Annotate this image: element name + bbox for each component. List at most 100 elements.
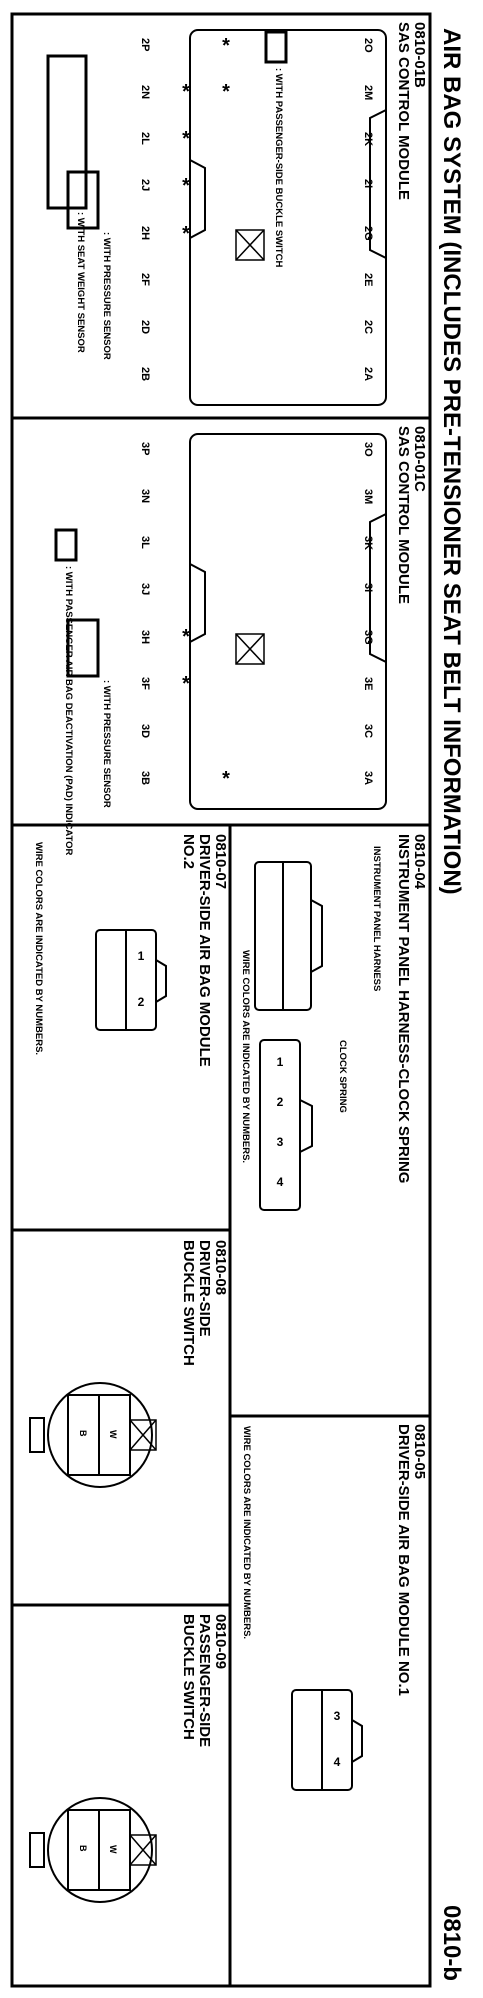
pin-label: 3L: [139, 536, 151, 549]
cross-box-icon: [129, 1419, 157, 1451]
pin-number-2: 2: [138, 995, 145, 1009]
star-icon: * * *: [182, 626, 230, 790]
note-box: [54, 528, 100, 678]
wire-color-b: B: [78, 1845, 88, 1852]
pin-label: 3M: [362, 489, 374, 504]
wire-colors-note: WIRE COLORS ARE INDICATED BY NUMBERS.: [241, 1426, 252, 1639]
section-0810-01b: 0810-01B SAS CONTROL MODULE 2O 2M 2K 2I …: [46, 22, 428, 406]
pin-label: 2J: [139, 179, 151, 191]
section-code: 0810-01C: [411, 426, 428, 492]
page-code: 0810-b: [438, 1905, 465, 1981]
section-0810-04: 0810-04 INSTRUMENT PANEL HARNESS-CLOCK S…: [240, 834, 428, 1211]
section-title: DRIVER-SIDE AIR BAG MODULE: [196, 834, 213, 1067]
section-code: 0810-05: [411, 1424, 428, 1479]
pin-label: 3J: [139, 583, 151, 595]
wire-colors-note: WIRE COLORS ARE INDICATED BY NUMBERS.: [240, 950, 251, 1163]
pin-label: 2F: [139, 273, 151, 286]
section-title-line2: NO.2: [180, 834, 197, 869]
pin-number-3: 3: [334, 1709, 341, 1723]
cross-box-icon: [235, 229, 265, 261]
svg-text:*: *: [222, 768, 230, 790]
cross-box-icon: [129, 1834, 157, 1866]
connector-outline: [189, 29, 387, 406]
section-code: 0810-04: [411, 834, 428, 890]
pin-number: 3 4: [334, 1709, 341, 1769]
pin-label: 3G: [362, 630, 374, 645]
svg-text:*: *: [182, 626, 190, 648]
svg-text:*: *: [222, 81, 230, 103]
section-title: DRIVER-SIDE AIR BAG MODULE NO.1: [395, 1424, 412, 1696]
pin-label: 2C: [362, 320, 374, 334]
svg-text:*: *: [222, 35, 230, 57]
pin-number-1: 1: [138, 949, 145, 963]
section-title: DRIVER-SIDE: [196, 1240, 213, 1337]
clock-spring-label: CLOCK SPRING: [337, 1040, 348, 1113]
svg-text:*: *: [182, 223, 190, 245]
section-title-line2: BUCKLE SWITCH: [180, 1240, 197, 1366]
note-seat-weight: : WITH SEAT WEIGHT SENSOR: [75, 212, 86, 353]
pin-number-1: 1: [277, 1055, 284, 1069]
pin-label: 2K: [362, 132, 374, 146]
pin-number-4: 4: [334, 1755, 341, 1769]
buckle-switch-connector: [29, 1382, 153, 1488]
pin-label: 2B: [139, 367, 151, 381]
pin-label: 3K: [362, 536, 374, 550]
pin-label: 2M: [362, 85, 374, 100]
section-title: PASSENGER-SIDE: [196, 1614, 213, 1747]
pin-label: 3H: [139, 630, 151, 644]
wire-color: W B: [78, 1845, 118, 1854]
svg-text:*: *: [182, 81, 190, 103]
harness-label: INSTRUMENT PANEL HARNESS: [371, 846, 382, 991]
pin-label: 3F: [139, 677, 151, 690]
pin-label: 2L: [139, 132, 151, 145]
section-title: SAS CONTROL MODULE: [395, 22, 412, 200]
pin-number-3: 3: [277, 1135, 284, 1149]
pin-label: 2H: [139, 226, 151, 240]
note-pressure: : WITH PRESSURE SENSOR: [101, 680, 112, 808]
section-code: 0810-08: [212, 1240, 229, 1295]
pin-label: 3A: [362, 771, 374, 785]
section-title: INSTRUMENT PANEL HARNESS-CLOCK SPRING: [395, 834, 412, 1183]
wire-color-w: W: [108, 1430, 118, 1439]
star-icon: * * * * * *: [182, 35, 230, 245]
note-box: [46, 30, 288, 230]
wire-colors-note: WIRE COLORS ARE INDICATED BY NUMBERS.: [33, 842, 44, 1055]
section-title-line2: BUCKLE SWITCH: [180, 1614, 197, 1740]
module-connector: [95, 929, 167, 1031]
section-0810-08: 0810-08 DRIVER-SIDE BUCKLE SWITCH W B: [29, 1240, 229, 1488]
cross-box-icon: [235, 633, 265, 665]
pin-label: 3N: [139, 489, 151, 503]
note-pressure: : WITH PRESSURE SENSOR: [101, 232, 112, 360]
section-code: 0810-01B: [411, 22, 428, 88]
buckle-switch-connector: [29, 1797, 153, 1903]
pin-label: 3O: [362, 442, 374, 457]
note-buckle-switch: : WITH PASSENGER-SIDE BUCKLE SWITCH: [273, 68, 284, 267]
pin-label: 2O: [362, 38, 374, 53]
clock-spring-connector: [259, 1039, 313, 1211]
section-0810-07: 0810-07 DRIVER-SIDE AIR BAG MODULE NO.2 …: [33, 834, 229, 1067]
harness-connector: [254, 861, 323, 1011]
pin-label: 3P: [139, 442, 151, 455]
wire-color: W B: [78, 1430, 118, 1439]
section-title: SAS CONTROL MODULE: [395, 426, 412, 604]
pin-number-4: 4: [277, 1175, 284, 1189]
pin-label: 2E: [362, 273, 374, 286]
pin-label: 3I: [362, 583, 374, 592]
connector-outline: [189, 433, 387, 810]
section-0810-09: 0810-09 PASSENGER-SIDE BUCKLE SWITCH W B: [29, 1614, 229, 1903]
pin-label: 3C: [362, 724, 374, 738]
section-0810-05: 0810-05 DRIVER-SIDE AIR BAG MODULE NO.1 …: [241, 1424, 428, 1791]
section-code: 0810-09: [212, 1614, 229, 1669]
pin-label: 2G: [362, 226, 374, 241]
module-connector: [291, 1689, 363, 1791]
pin-number-2: 2: [277, 1095, 284, 1109]
note-pad-indicator: : WITH PASSENGER AIR BAG DEACTIVATION (P…: [63, 566, 74, 856]
wire-color-w: W: [108, 1845, 118, 1854]
svg-text:*: *: [182, 128, 190, 150]
svg-text:*: *: [182, 175, 190, 197]
pin-label: 2D: [139, 320, 151, 334]
svg-text:*: *: [182, 673, 190, 695]
section-frame: [10, 12, 432, 1988]
pin-label: 2N: [139, 85, 151, 99]
